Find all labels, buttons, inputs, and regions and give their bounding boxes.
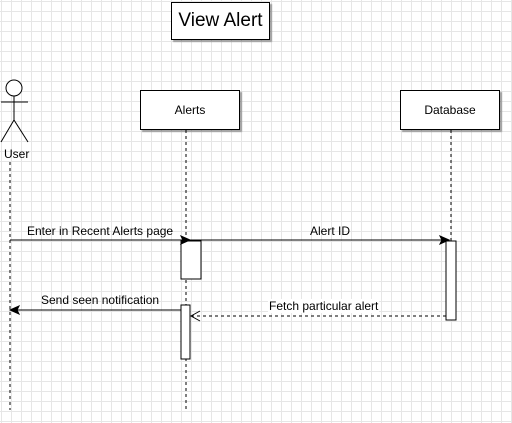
message-arrow-fetch-particular-alert[interactable]: [189, 310, 446, 322]
user-actor-icon[interactable]: [0, 79, 29, 143]
message-arrow-send-seen-notification[interactable]: [8, 304, 181, 316]
message-arrow-enter-recent-alerts[interactable]: [10, 234, 192, 246]
message-label-alert-id: Alert ID: [310, 224, 351, 238]
message-label-enter-recent-alerts: Enter in Recent Alerts page: [27, 224, 174, 238]
diagram-title[interactable]: View Alert: [171, 2, 270, 40]
alerts-participant-box[interactable]: Alerts: [140, 90, 240, 130]
database-activation-bar[interactable]: [445, 240, 457, 321]
user-actor-label: User: [4, 147, 30, 161]
message-label-fetch-particular-alert: Fetch particular alert: [268, 299, 380, 313]
alerts-activation-bar-1[interactable]: [180, 240, 202, 280]
alerts-participant-label: Alerts: [174, 103, 206, 117]
database-participant-label: Database: [424, 103, 476, 117]
message-arrow-alert-id[interactable]: [190, 234, 451, 246]
diagram-title-text: View Alert: [178, 10, 263, 31]
message-label-send-seen-notification: Send seen notification: [41, 293, 160, 307]
database-participant-box[interactable]: Database: [400, 90, 500, 130]
alerts-activation-bar-2[interactable]: [180, 304, 191, 360]
